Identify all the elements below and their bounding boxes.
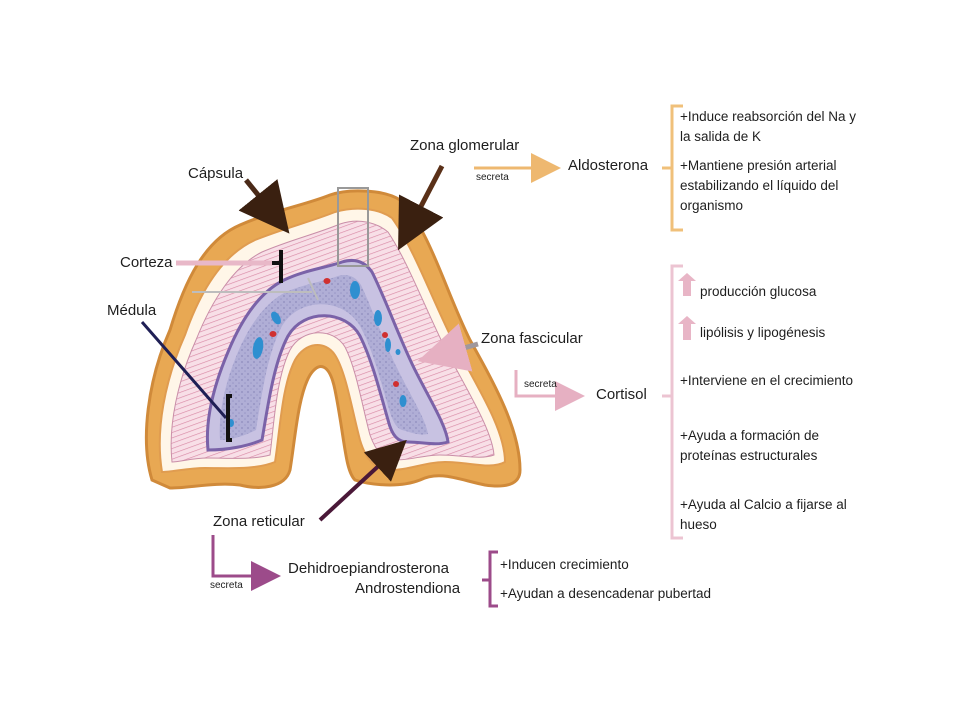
hormone-aldosterona: Aldosterona [568,157,649,174]
zona-fascicular-arrow [417,323,479,372]
reticular-effect-1: +Inducen crecimiento [500,557,629,572]
glomerular-zoom-frame [337,187,369,267]
zona-glomerular-arrow [398,164,445,251]
label-capsula: Cápsula [188,165,244,182]
cortex-guide-tick [307,277,319,301]
fascicular-effect-1: producción glucosa [700,284,817,299]
reticular-secreta-label: secreta [210,580,243,591]
label-zona-reticular: Zona reticular [213,513,305,530]
glomerular-secreta-label: secreta [476,172,509,183]
glomerular-effect-2: +Mantiene presión arterial estabilizando… [680,158,839,213]
reticular-effect-2: +Ayudan a desencadenar pubertad [500,586,712,601]
label-zona-glomerular: Zona glomerular [410,137,520,154]
hormone-androstendiona: Androstendiona [355,580,461,597]
adrenal-gland [144,187,522,490]
glomerular-effects-brace [662,104,683,232]
hormone-dehidroepiandrosterona: Dehidroepiandrosterona [288,560,449,577]
up-arrow-icon [678,316,696,340]
fascicular-effect-5: +Ayuda al Calcio a fijarse al hueso [680,497,847,532]
fascicular-secreta-arrow [514,370,585,411]
reticular-secreta-arrow [211,535,281,591]
label-zona-fascicular: Zona fascicular [481,330,583,347]
blood-vessels [228,278,407,427]
medula-bracket [226,394,232,442]
hormone-cortisol: Cortisol [596,386,647,403]
zona-reticular-arrow [318,439,407,522]
fascicular-secreta-label: secreta [524,379,557,390]
corteza-bracket [272,250,283,283]
label-medula: Médula [107,302,157,319]
fascicular-effect-3: +Interviene en el crecimiento [680,373,853,388]
medula-pointer-line [140,321,228,419]
up-arrow-icon [678,273,696,296]
label-corteza: Corteza [120,254,173,271]
reticular-effects-brace [482,550,498,608]
fascicular-effects-brace [662,264,683,540]
fascicular-effect-2: lipólisis y lipogénesis [700,325,826,340]
capsula-arrow [238,178,290,234]
fascicular-effect-4: +Ayuda a formación de proteínas estructu… [680,428,819,463]
glomerular-effect-1: +Induce reabsorción del Na y la salida d… [680,109,856,144]
